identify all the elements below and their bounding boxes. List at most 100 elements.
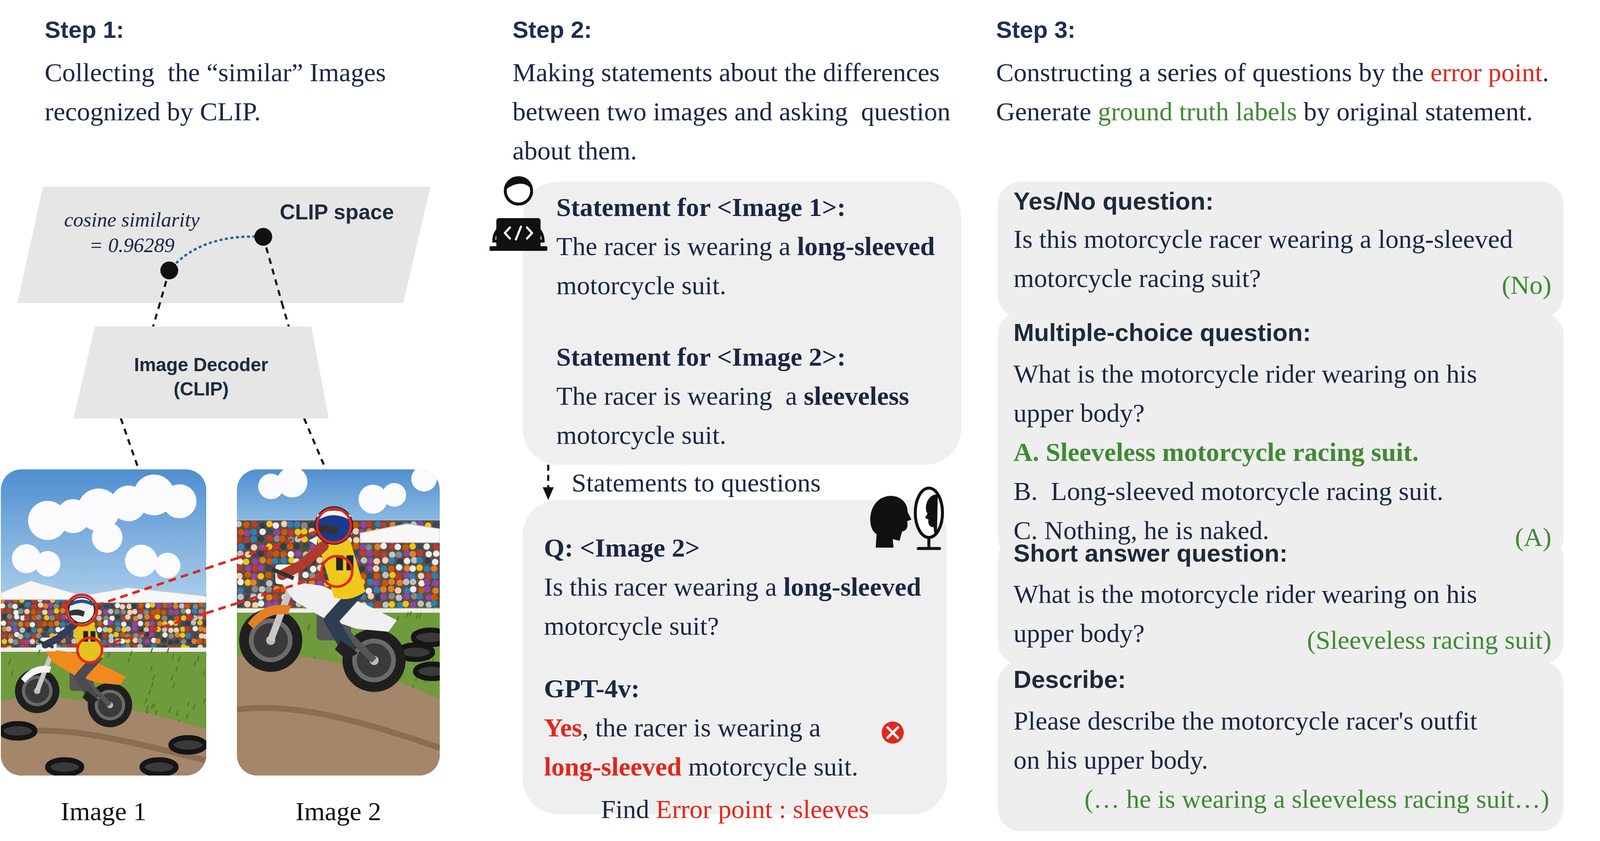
similarity-arc: [169, 236, 264, 271]
spectator: [424, 557, 431, 564]
spectator: [119, 632, 126, 638]
spectator: [367, 557, 374, 564]
spectator: [259, 557, 266, 564]
tyre-barrier: [170, 737, 205, 753]
spectator: [257, 535, 264, 543]
text: , the racer is wearing a: [582, 713, 821, 743]
spectator: [48, 609, 54, 616]
correspondence-line: [96, 568, 207, 606]
grass-tuft: [197, 656, 200, 662]
visor: [69, 609, 86, 618]
spectator: [120, 609, 127, 615]
spectator: [173, 627, 180, 634]
grass-tuft: [148, 689, 151, 695]
grass-tuft: [170, 675, 173, 681]
spectator: [29, 638, 36, 645]
spectator: [197, 620, 203, 626]
spectator: [0, 620, 6, 627]
spectator: [19, 627, 26, 634]
answer-label: (No): [1501, 268, 1552, 302]
spectator: [37, 620, 43, 627]
grass-tuft: [203, 698, 205, 704]
spectator: [257, 600, 265, 607]
spectator: [114, 603, 121, 609]
spectator: [149, 621, 155, 627]
spectator: [373, 572, 380, 580]
spectator: [174, 632, 181, 638]
statement-box: Statement for <Image 1>:The racer is wea…: [522, 181, 962, 465]
grass-tuft: [178, 656, 180, 662]
text-line: The racer is wearing asleeveless: [556, 379, 953, 419]
text: motorcycle suit?: [543, 611, 719, 641]
spectator: [272, 594, 279, 601]
photo: [0, 469, 207, 776]
spectator: [417, 572, 425, 580]
text-column: Q: <Image 2>Is this racer wearing along-…: [543, 531, 939, 790]
spectator: [43, 614, 50, 621]
connector: [206, 603, 237, 614]
spectator: [396, 579, 403, 587]
spectator: [236, 564, 243, 571]
spectator: [257, 573, 265, 580]
spectator: [244, 565, 252, 572]
correspondence-line: [101, 613, 207, 647]
spectator: [425, 594, 432, 601]
text-line: Please describe the motorcycle racer's o…: [1013, 704, 1492, 783]
text-line: Step 1:: [44, 14, 470, 51]
correspondence-line: [236, 531, 318, 559]
spectator: [365, 520, 373, 528]
text: Statement for <Image 2>:: [556, 342, 846, 372]
spectator: [250, 520, 258, 528]
text: sleeveless: [803, 381, 910, 411]
grass-tuft: [176, 711, 179, 717]
cloud: [358, 484, 388, 514]
spectator: [18, 608, 24, 615]
spectator: [244, 586, 251, 594]
spectator: [425, 551, 432, 558]
spectator: [408, 573, 416, 580]
photo: Image 1: [0, 469, 207, 776]
spectator: [387, 585, 395, 593]
spectator: [185, 632, 191, 639]
spectator: [265, 586, 272, 593]
text-column: Statement for <Image 1>:The racer is wea…: [556, 190, 953, 459]
spectator: [380, 593, 387, 601]
spectator: [257, 564, 265, 572]
spectator: [266, 528, 273, 535]
spectator: [138, 603, 144, 609]
grass-tuft: [155, 709, 157, 715]
spectator: [418, 587, 425, 594]
spectator: [280, 551, 287, 558]
spectator: [395, 594, 402, 601]
spectator: [168, 609, 174, 615]
spectator: [374, 594, 382, 601]
spectator: [403, 578, 410, 586]
spectator: [367, 593, 374, 600]
highlight-circle: [321, 556, 353, 587]
grass-tuft: [203, 671, 205, 677]
spectator: [35, 614, 42, 621]
spectator: [49, 615, 55, 621]
spectator: [1, 633, 7, 639]
question-card: Short answer question:What is the motorc…: [997, 535, 1564, 665]
spectator: [431, 558, 439, 566]
spectator: [395, 573, 402, 580]
spectator: [416, 557, 423, 564]
text: by original statement.: [1303, 96, 1533, 126]
tyre-barrier: [47, 760, 82, 775]
spectator: [185, 609, 191, 615]
spectator: [41, 632, 48, 638]
spectator: [272, 550, 280, 558]
cloud: [154, 552, 181, 579]
spectator: [53, 608, 60, 615]
spectator: [161, 637, 167, 644]
tyre-barrier: [415, 664, 440, 679]
grass-tuft: [396, 616, 399, 622]
spectator: [184, 626, 191, 633]
text: The racer is wearing a: [556, 231, 791, 261]
spectator: [310, 566, 317, 573]
text-line: motorcycle suit.: [556, 418, 953, 459]
spectator: [131, 609, 138, 615]
spectator: [237, 543, 245, 550]
